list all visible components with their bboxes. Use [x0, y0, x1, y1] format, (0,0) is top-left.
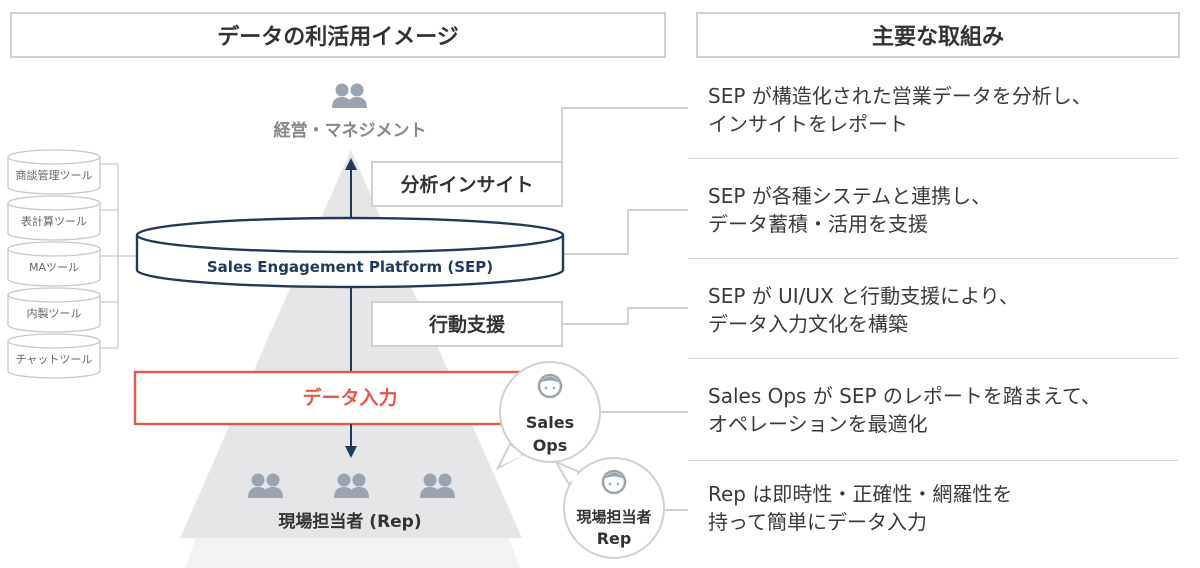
initiative-divider	[688, 460, 1178, 461]
sales-ops-bubble: Sales Ops	[495, 361, 601, 471]
field-reps-label: 現場担当者 (Rep)	[278, 511, 421, 532]
initiative-3: SEP が UI/UX と行動支援により、 データ入力文化を構築	[708, 282, 1188, 338]
sep-platform-label: Sales Engagement Platform (SEP)	[207, 258, 493, 276]
tool-label: チャットツール	[16, 353, 93, 366]
initiative-5-line2: 持って簡単にデータ入力	[708, 510, 927, 534]
sep-platform-cylinder: Sales Engagement Platform (SEP)	[135, 216, 565, 289]
tool-label: MAツール	[29, 261, 79, 274]
arrow-down-head	[345, 446, 357, 458]
tool-label: 内製ツール	[27, 306, 82, 320]
initiative-2: SEP が各種システムと連携し、 データ蓄積・活用を支援	[708, 182, 1188, 238]
tool-cylinder: MAツール	[7, 241, 101, 287]
connector-insight	[561, 107, 688, 184]
data-input-label: データ入力	[302, 386, 397, 409]
initiative-2-line1: SEP が各種システムと連携し、	[708, 184, 992, 208]
initiative-5: Rep は即時性・正確性・網羅性を 持って簡単にデータ入力	[708, 480, 1188, 536]
tool-label: 表計算ツール	[21, 214, 87, 228]
insight-box	[371, 161, 563, 207]
tool-label: 商談管理ツール	[16, 168, 93, 182]
left-header: データの利活用イメージ	[10, 12, 666, 58]
initiative-1: SEP が構造化された営業データを分析し、 インサイトをレポート	[708, 82, 1188, 138]
initiative-1-line1: SEP が構造化された営業データを分析し、	[708, 84, 1092, 108]
data-input-box	[133, 370, 569, 426]
initiative-4-line1: Sales Ops が SEP のレポートを踏まえて、	[708, 384, 1101, 408]
initiative-divider	[688, 358, 1178, 359]
right-header: 主要な取組み	[696, 12, 1180, 58]
management-users-icon	[332, 83, 367, 108]
initiative-5-line1: Rep は即時性・正確性・網羅性を	[708, 482, 1013, 506]
initiative-3-line2: データ入力文化を構築	[708, 312, 908, 336]
action-box-label: 行動支援	[428, 313, 506, 336]
connector-platform	[562, 209, 688, 255]
initiative-1-line2: インサイトをレポート	[708, 112, 908, 136]
tool-cylinder: 内製ツール	[7, 287, 101, 333]
rep-person-icon	[601, 469, 627, 495]
sales-ops-person-icon	[537, 373, 563, 399]
sales-ops-line2: Ops	[533, 436, 568, 455]
tool-cylinder: 表計算ツール	[7, 195, 101, 241]
tool-cylinder: 商談管理ツール	[7, 149, 101, 195]
rep-bubble-line2: Rep	[597, 529, 632, 548]
initiative-3-line1: SEP が UI/UX と行動支援により、	[708, 284, 1019, 308]
tool-cylinder: チャットツール	[7, 333, 101, 379]
initiative-4-line2: オペレーションを最適化	[708, 412, 928, 436]
rep-bubble-line1: 現場担当者	[576, 508, 651, 526]
initiative-2-line2: データ蓄積・活用を支援	[708, 212, 928, 236]
initiative-divider	[688, 158, 1178, 159]
sales-ops-line1: Sales	[526, 413, 574, 432]
arrow-up-head	[345, 158, 357, 170]
insight-box-label: 分析インサイト	[400, 173, 533, 196]
rep-bubble: 現場担当者 Rep	[553, 457, 665, 559]
connector-action	[562, 307, 688, 325]
initiative-4: Sales Ops が SEP のレポートを踏まえて、 オペレーションを最適化	[708, 382, 1188, 438]
action-box	[371, 301, 563, 347]
initiative-divider	[688, 258, 1178, 259]
management-label: 経営・マネジメント	[274, 120, 427, 141]
